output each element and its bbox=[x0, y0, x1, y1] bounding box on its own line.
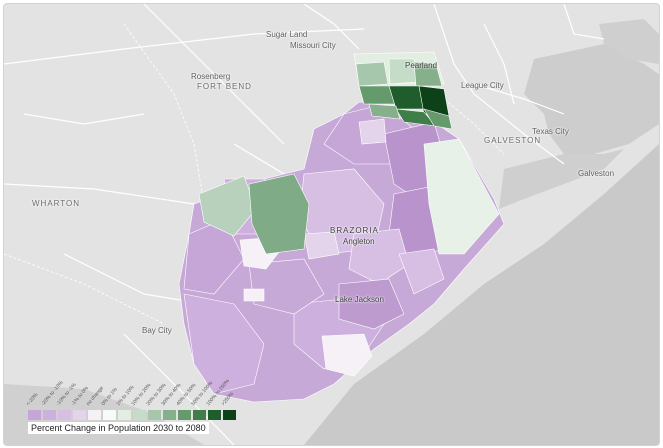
label-lake-jackson: Lake Jackson bbox=[335, 295, 384, 304]
legend-swatch bbox=[163, 410, 176, 420]
legend-swatch bbox=[73, 410, 86, 420]
legend-swatch bbox=[118, 410, 131, 420]
legend-swatch bbox=[103, 410, 116, 420]
label-angleton: Angleton bbox=[343, 237, 375, 246]
map-frame[interactable]: Sugar Land Missouri City Pearland League… bbox=[3, 3, 660, 446]
tract-sw bbox=[183, 293, 265, 395]
tract-white-2 bbox=[321, 333, 373, 377]
legend-swatch bbox=[223, 410, 236, 420]
label-wharton: WHARTON bbox=[32, 199, 81, 208]
gulf-of-mexico bbox=[304, 144, 659, 445]
tract-angleton bbox=[348, 228, 410, 285]
west-bay bbox=[499, 149, 624, 209]
pearland-2 bbox=[355, 61, 389, 87]
galveston-bay bbox=[524, 44, 659, 154]
legend: <-20%-20% to -10%-10% to -1%-1% to 0%no … bbox=[24, 370, 246, 434]
legend-swatch bbox=[58, 410, 71, 420]
legend-title: Percent Change in Population 2030 to 208… bbox=[28, 422, 209, 434]
tract-light-1 bbox=[358, 118, 387, 145]
label-missouri-city: Missouri City bbox=[290, 41, 336, 50]
label-galveston-county: GALVESTON bbox=[484, 136, 542, 145]
trinity-bay bbox=[599, 19, 659, 64]
legend-swatch bbox=[208, 410, 221, 420]
legend-swatch bbox=[88, 410, 101, 420]
label-sugar-land: Sugar Land bbox=[266, 30, 308, 39]
legend-swatch bbox=[43, 410, 56, 420]
tract-lakejackson bbox=[338, 278, 405, 330]
tract-light-3 bbox=[303, 231, 340, 260]
pearland-4 bbox=[413, 61, 443, 87]
label-pearland: Pearland bbox=[405, 61, 438, 70]
label-fort-bend: FORT BEND bbox=[197, 82, 252, 91]
pearland-9 bbox=[423, 108, 453, 130]
label-texas-city: Texas City bbox=[532, 127, 569, 136]
legend-class-label: <-20% bbox=[25, 391, 40, 407]
tract-green-w1 bbox=[198, 175, 257, 237]
legend-swatch bbox=[178, 410, 191, 420]
label-rosenberg: Rosenberg bbox=[191, 72, 231, 81]
label-bay-city: Bay City bbox=[142, 326, 172, 335]
county-boundaries bbox=[4, 23, 505, 325]
tract-light-2 bbox=[398, 248, 445, 295]
tract-white-3 bbox=[243, 288, 265, 302]
legend-swatch bbox=[133, 410, 146, 420]
tract-green-e bbox=[423, 138, 500, 255]
label-galveston-city: Galveston bbox=[578, 169, 615, 178]
label-brazoria: BRAZORIA bbox=[330, 226, 379, 235]
pearland-10 bbox=[368, 103, 401, 120]
label-league-city: League City bbox=[461, 81, 504, 90]
legend-swatch bbox=[148, 410, 161, 420]
brazoria-county bbox=[178, 51, 505, 403]
legend-swatch bbox=[193, 410, 206, 420]
pearland-6 bbox=[388, 85, 425, 110]
tract-green-w2 bbox=[248, 173, 310, 255]
legend-swatch bbox=[28, 410, 41, 420]
legend-class-label: >250% bbox=[220, 391, 236, 407]
map-canvas[interactable] bbox=[4, 4, 659, 445]
